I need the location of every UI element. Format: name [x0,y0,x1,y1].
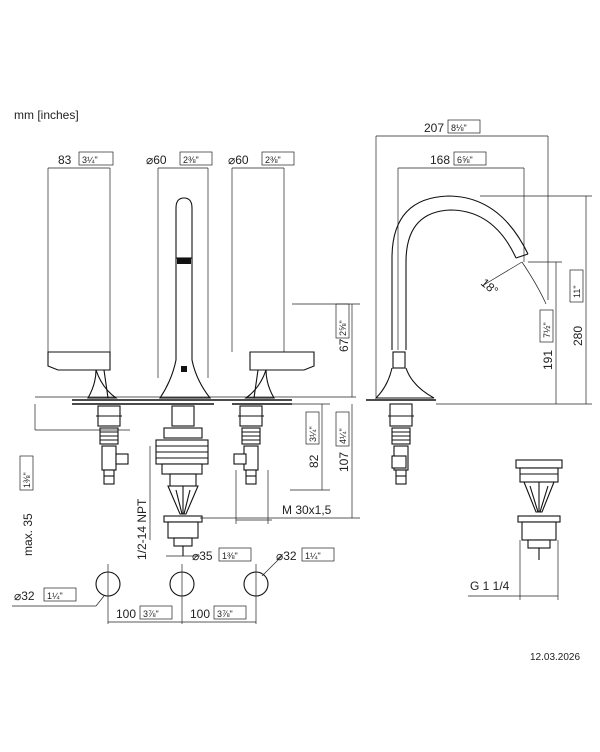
dim-67-in: 2⅝" [338,320,348,336]
right-handle [244,351,315,399]
dim-107-in: 4¼" [338,428,348,444]
dim-100b-in: 3⅞" [217,609,233,619]
dim-168-box [453,151,487,166]
dim-60a: ⌀60 [146,153,167,167]
npt-label: 1/2-14 NPT [135,498,149,560]
dim-18: 18° [478,276,501,299]
dim-max35-in: 1⅜" [22,472,32,488]
dim-82-box [305,411,320,445]
m30-label: M 30x1,5 [282,503,332,517]
dim-107: 107 [337,452,351,472]
dim-191-box [539,309,554,343]
dim-191-in: 7½" [542,322,552,338]
dim-107-box [335,411,350,447]
dim-60b-box [261,151,295,166]
dim-83: 83 [58,153,72,167]
dim-100b: 100 [190,607,210,621]
dim-35: ⌀35 [192,549,213,563]
dim-100b-box [213,605,247,620]
dim-35-box [218,547,252,562]
spout-front [158,197,212,399]
dim-60a-in: 2⅜" [183,155,199,165]
dim-83-in: 3¼" [82,155,98,165]
dim-60b-in: 2⅜" [265,155,281,165]
side-valve-body [388,403,414,485]
spout-side [374,195,529,399]
dim-82-in: 3¼" [308,426,318,442]
leader-32b [261,555,283,577]
left-handle [47,351,118,399]
dim-191: 191 [541,350,555,370]
dim-168-in: 6⅝" [457,155,473,165]
dim-207: 207 [424,121,444,135]
dim-82: 82 [307,454,321,468]
dim-67-box [335,303,350,339]
dim-168: 168 [430,153,450,167]
dim-max35-box [19,455,34,491]
leader-32a [95,595,105,607]
dim-207-box [447,119,481,134]
dim-60b: ⌀60 [228,153,249,167]
g-label: G 1 1/4 [470,579,510,593]
dim-60a-box [179,151,213,166]
dim-67: 67 [337,338,351,352]
dim-100a-box [139,605,173,620]
spout-shank [155,405,209,556]
units-label: mm [inches] [14,108,79,122]
angle-18-leg [481,261,523,287]
dim-280-box [569,269,584,303]
dim-32b-box [301,547,335,562]
dim-32b-in: 1¼" [305,551,321,561]
dim-32a: ⌀32 [14,589,35,603]
dim-32a-in: 1¼" [47,591,63,601]
dim-83-box [78,151,114,166]
drain-assembly [515,459,563,560]
dim-280-in: 11" [572,285,582,298]
dim-32a-box [43,587,77,602]
right-valve-body [233,405,264,485]
angle-18-arc [521,261,547,305]
dim-32b: ⌀32 [276,549,297,563]
dim-100a: 100 [116,607,136,621]
dim-280: 280 [571,326,585,346]
drawing-date: 12.03.2026 [530,652,580,663]
dim-207-in: 8⅛" [451,123,467,133]
dim-35-in: 1⅜" [222,551,238,561]
dim-100a-in: 3⅞" [143,609,159,619]
left-valve-body [96,405,129,485]
dim-max35: max. 35 [21,513,35,556]
